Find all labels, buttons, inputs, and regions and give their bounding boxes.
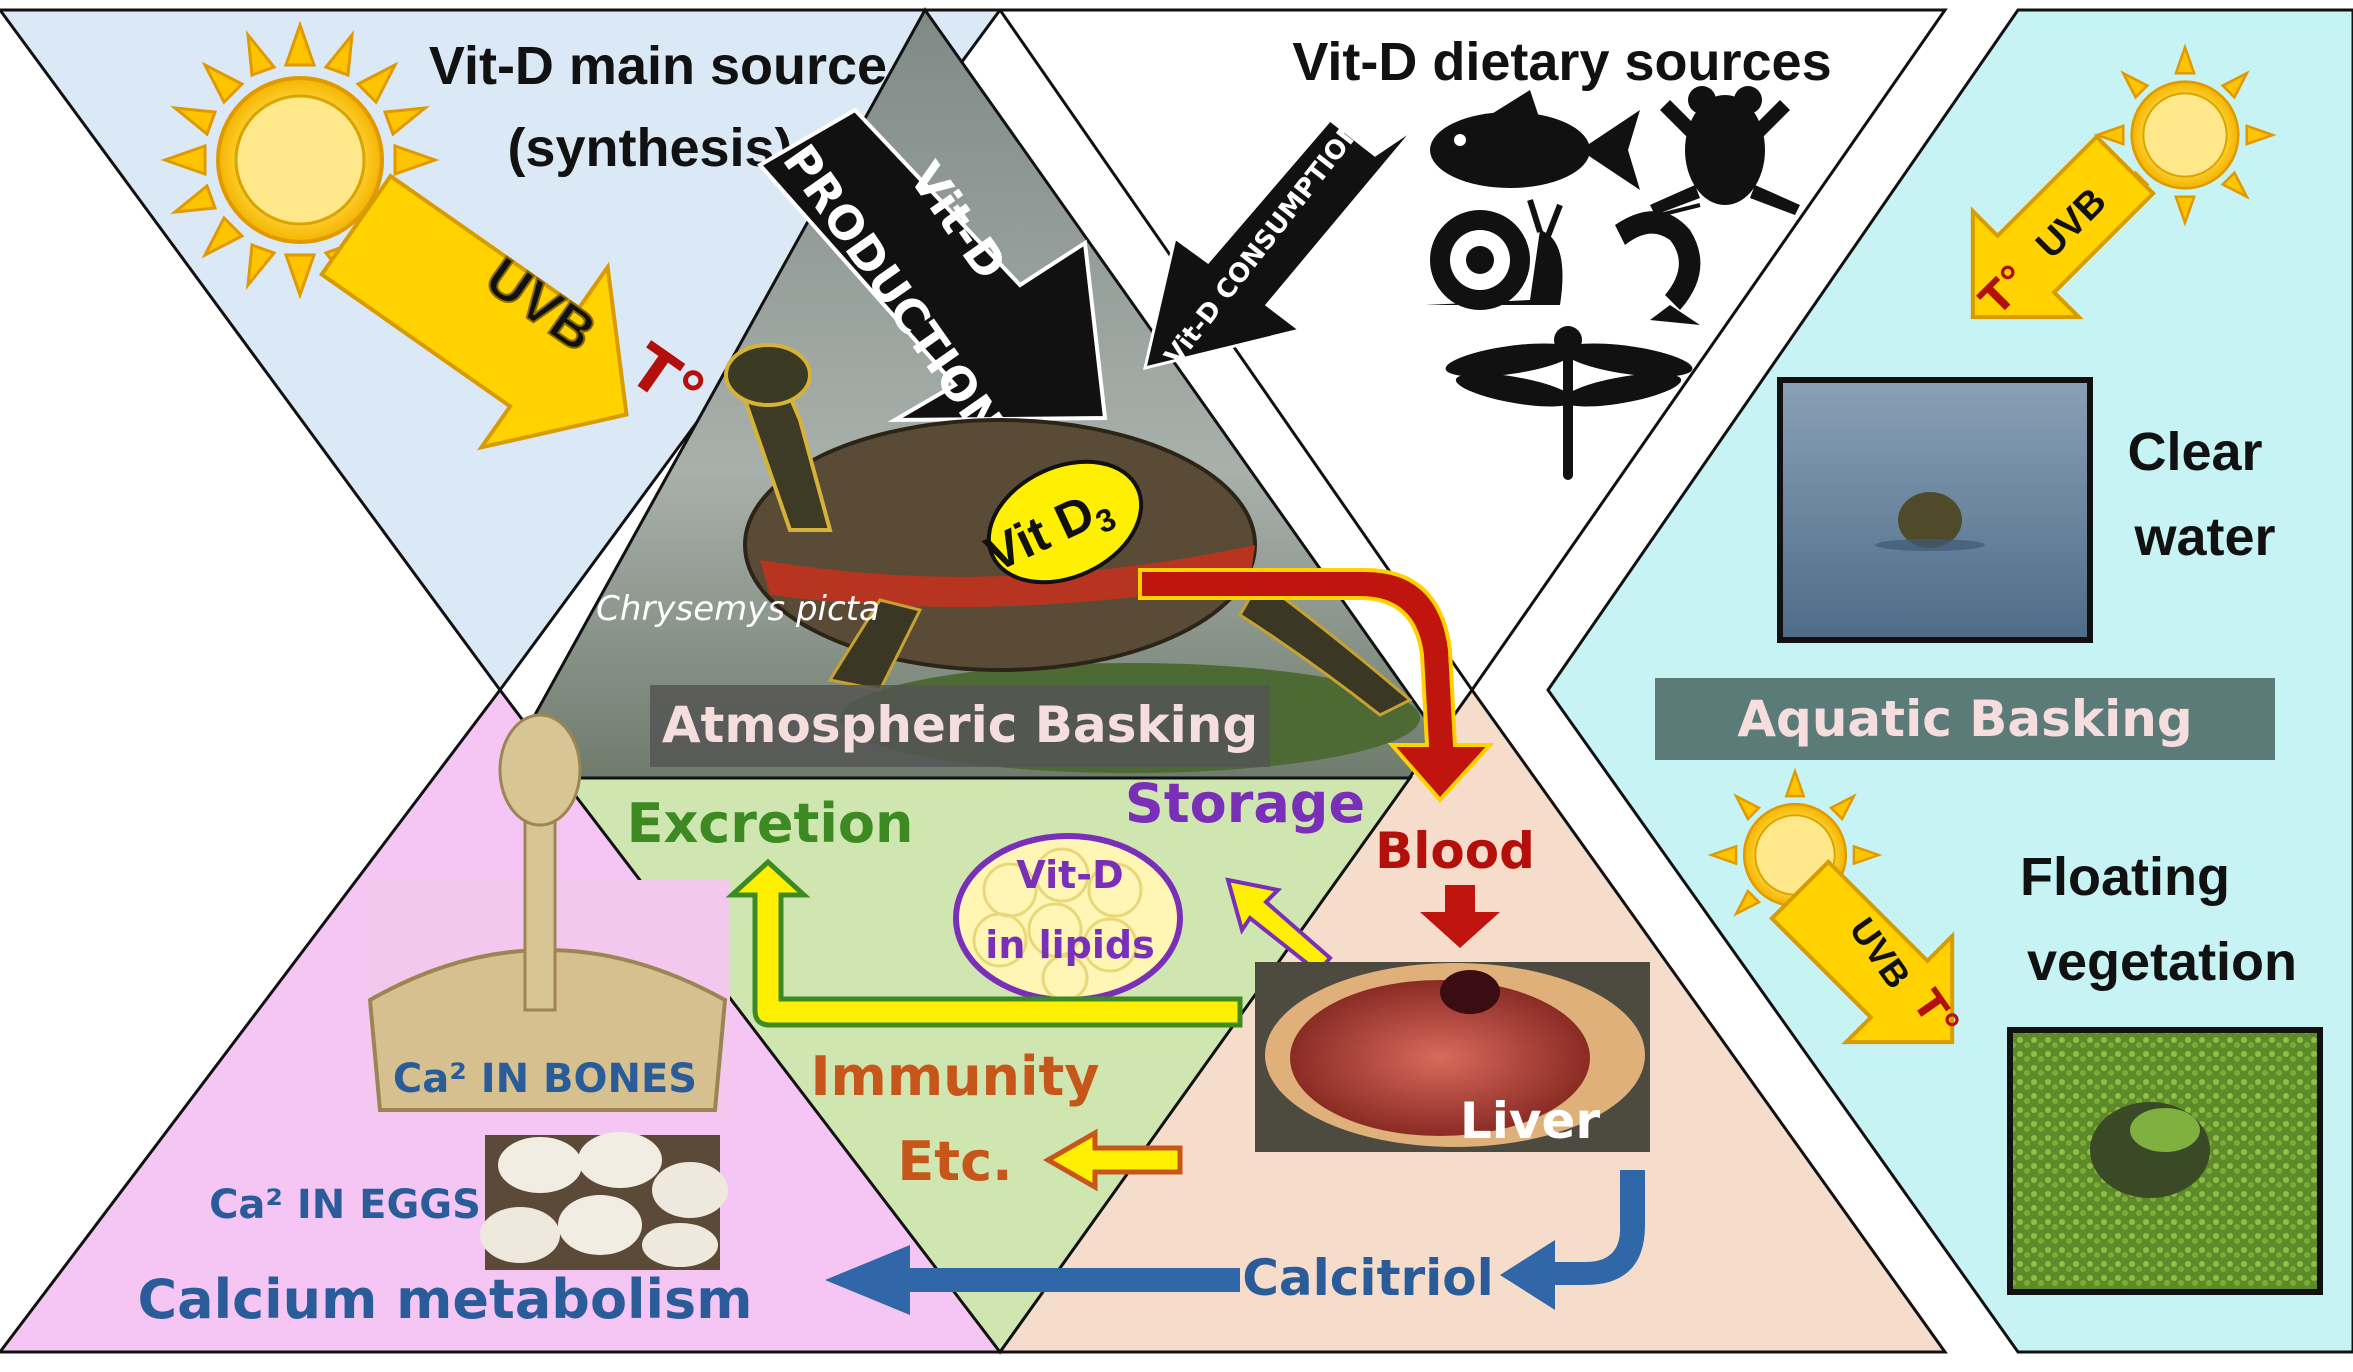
lipids-label-1: Vit-D	[1016, 853, 1123, 897]
dragonfly-icon	[1445, 326, 1693, 480]
sun-icon	[160, 20, 440, 300]
blood-to-liver-arrow	[1420, 885, 1500, 948]
liver-photo	[1255, 962, 1650, 1152]
calcitriol-to-calcium-arrow	[825, 1245, 1240, 1315]
uvb-temp-arrow-right-bottom	[1769, 859, 1955, 1045]
snail-icon	[1425, 199, 1563, 310]
storage-label: Storage	[1125, 772, 1365, 835]
excretion-label: Excretion	[627, 792, 914, 855]
ca-bones-label: Ca² IN BONES	[393, 1056, 697, 1102]
immunity-arrow	[1042, 1128, 1183, 1192]
vitd3-badge	[986, 459, 1144, 585]
fish-icon	[1430, 90, 1640, 190]
floating-vegetation-label-1: Floating	[2020, 847, 2230, 907]
excretion-arrow	[725, 858, 1243, 1028]
liver-label: Liver	[1460, 1092, 1601, 1150]
vitd-production-arrow	[756, 107, 1108, 423]
calcitriol-label: Calcitriol	[1242, 1249, 1494, 1307]
blood-arrow	[1138, 568, 1495, 804]
species-label: Chrysemys picta	[596, 589, 880, 629]
dietary-sources-title: Vit-D dietary sources	[1292, 32, 1831, 92]
ca-eggs-label: Ca² IN EGGS	[209, 1182, 481, 1228]
uvb-temp-arrow-top-left	[318, 173, 629, 451]
lipids-cells	[953, 833, 1183, 1003]
sun-icon-right-top	[2093, 43, 2277, 227]
floating-vegetation-label-2: vegetation	[2027, 932, 2297, 992]
main-source-subtitle: (synthesis)	[507, 118, 792, 178]
atmospheric-label-box	[650, 685, 1270, 767]
frog-icon	[1650, 86, 1800, 215]
uvb-temp-arrow-right-top	[1970, 134, 2156, 320]
clear-water-label-2: water	[2133, 507, 2275, 567]
aquatic-label-box	[1655, 678, 2275, 760]
main-source-title: Vit-D main source	[429, 36, 887, 96]
lipids-label-2: in lipids	[985, 923, 1154, 967]
immunity-label: Immunity	[810, 1045, 1099, 1108]
aquatic-basking-label: Aquatic Basking	[1737, 690, 2192, 748]
floating-vegetation-photo	[2007, 1027, 2323, 1295]
etc-label: Etc.	[897, 1130, 1012, 1193]
calcitriol-curve-arrow	[1500, 1170, 1645, 1310]
vitd-consumption-arrow	[1142, 117, 1417, 371]
skeleton-photo	[365, 713, 730, 1115]
atmospheric-basking-label: Atmospheric Basking	[662, 696, 1258, 754]
shrimp-icon	[1615, 203, 1701, 325]
blood-label: Blood	[1375, 822, 1535, 880]
clear-water-photo	[1777, 377, 2093, 643]
clear-water-label-1: Clear	[2127, 422, 2262, 482]
calcium-metabolism-label: Calcium metabolism	[138, 1268, 753, 1331]
eggs-photo	[480, 1132, 728, 1270]
